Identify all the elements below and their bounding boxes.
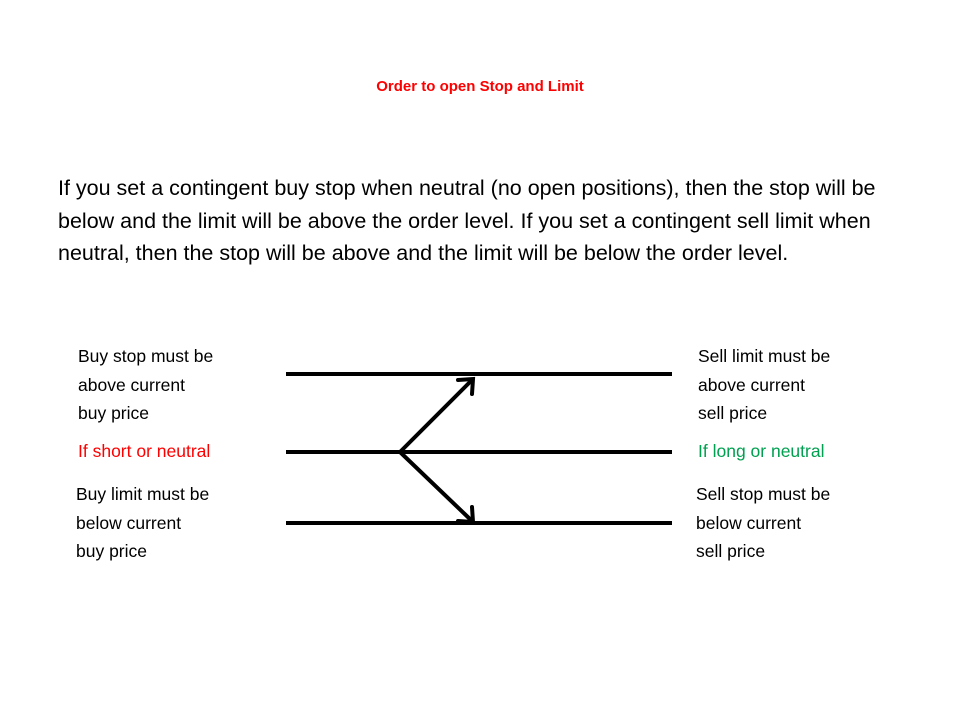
up-arrow-icon — [398, 376, 476, 454]
long-or-neutral-label: If long or neutral — [698, 441, 825, 461]
sell-stop-label: Sell stop must be below current sell pri… — [696, 484, 831, 561]
explanation-paragraph: If you set a contingent buy stop when ne… — [58, 176, 876, 265]
short-or-neutral-label: If short or neutral — [78, 441, 211, 461]
down-arrow-icon — [398, 450, 476, 525]
buy-stop-label: Buy stop must be above current buy price — [78, 346, 214, 423]
buy-limit-label: Buy limit must be below current buy pric… — [76, 484, 210, 561]
sell-limit-label: Sell limit must be above current sell pr… — [698, 346, 831, 423]
slide-title: Order to open Stop and Limit — [376, 78, 584, 95]
